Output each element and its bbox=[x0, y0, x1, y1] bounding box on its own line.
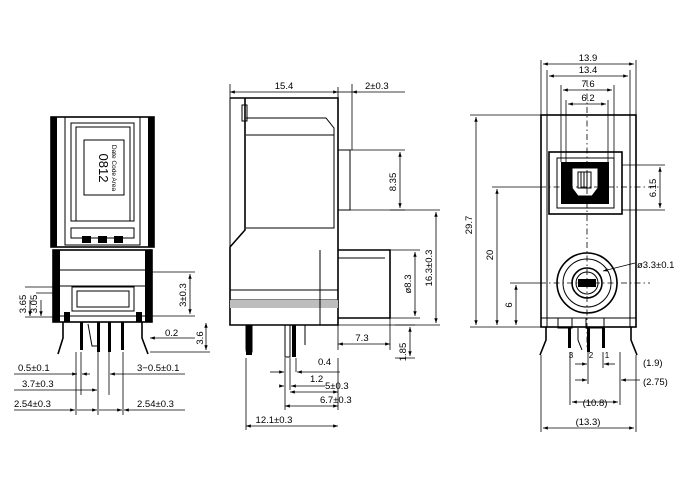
front-bottom-dims: 0.5±0.1 3.7±0.3 2.54±0.3 3−0.5±0.1 2.54±… bbox=[14, 352, 185, 415]
rear-pins: 3 2 1 bbox=[539, 327, 638, 360]
side-right-dims: 8.35 16.3±0.3 ø8.3 7.3 1.85 bbox=[337, 149, 440, 362]
front-lower-housing bbox=[52, 249, 153, 323]
front-label: 0812 Date Code Area bbox=[83, 139, 125, 196]
dim-2-54-right: 2.54±0.3 bbox=[137, 399, 174, 410]
dim-3-0-3: 3±0.3 bbox=[178, 283, 189, 307]
dim-3-0-5: 3−0.5±0.1 bbox=[137, 363, 179, 374]
rear-bottom-dims: (1.9) (2.75) (10.8) (13.3) bbox=[540, 352, 668, 432]
front-view: 0812 Date Code Area bbox=[14, 116, 210, 415]
rear-view: 3 2 1 13.9 13.4 7.6 6.2 bbox=[464, 53, 674, 432]
dim-6-15: 6.15 bbox=[648, 179, 659, 198]
side-view: 15.4 2±0.3 8.35 16.3±0.3 ø8.3 7.3 bbox=[229, 81, 440, 430]
dim-ref-1-9: (1.9) bbox=[643, 358, 663, 369]
dim-dia-8-3: ø8.3 bbox=[403, 274, 414, 293]
side-body bbox=[229, 87, 391, 326]
dim-2-54-left: 2.54±0.3 bbox=[14, 399, 51, 410]
dim-1-85: 1.85 bbox=[398, 343, 409, 362]
pin-label-2: 2 bbox=[589, 351, 594, 360]
dim-16-3-0-3: 16.3±0.3 bbox=[424, 250, 435, 287]
dim-13-4: 13.4 bbox=[579, 65, 598, 76]
label-date-code: Date Code Area bbox=[110, 145, 117, 192]
rear-right-dims: 6.15 ø3.3±0.1 bbox=[602, 164, 674, 272]
dim-3-6: 3.6 bbox=[195, 331, 206, 344]
dim-ref-2-75: (2.75) bbox=[643, 377, 668, 388]
dim-ref-13-3: (13.3) bbox=[576, 417, 601, 428]
dim-5-0-3: 5±0.3 bbox=[325, 381, 349, 392]
dim-6: 6 bbox=[504, 302, 515, 307]
rear-top-dims: 13.9 13.4 7.6 6.2 bbox=[540, 53, 637, 162]
side-bottom-dims: 0.4 1.2 5±0.3 6.7±0.3 12.1±0.3 bbox=[245, 357, 352, 430]
dim-7-3: 7.3 bbox=[355, 333, 368, 344]
dim-0-4: 0.4 bbox=[318, 357, 331, 368]
pin-label-1: 1 bbox=[605, 351, 610, 360]
dim-ref-10-8: (10.8) bbox=[583, 398, 608, 409]
dim-6-7-0-3: 6.7±0.3 bbox=[320, 395, 352, 406]
pin-label-3: 3 bbox=[569, 351, 574, 360]
label-part-number: 0812 bbox=[96, 154, 111, 183]
dim-6-2: 6.2 bbox=[581, 93, 594, 104]
dim-dia-3-3: ø3.3±0.1 bbox=[637, 260, 674, 271]
dim-29-7: 29.7 bbox=[464, 216, 475, 235]
rear-left-dims: 29.7 20 6 bbox=[464, 114, 541, 328]
front-right-dims: 3±0.3 0.2 3.6 bbox=[150, 271, 210, 353]
front-left-dims: 3.65 3.05 bbox=[18, 286, 58, 318]
rear-body bbox=[540, 114, 637, 329]
rear-centerlines bbox=[540, 80, 660, 350]
front-upper-housing bbox=[50, 116, 155, 248]
dim-2-0-3: 2±0.3 bbox=[365, 81, 389, 92]
dim-13-9: 13.9 bbox=[579, 53, 598, 64]
dim-20: 20 bbox=[485, 250, 496, 261]
dim-0-2: 0.2 bbox=[165, 328, 178, 339]
front-pins bbox=[57, 322, 149, 355]
dim-3-05: 3.05 bbox=[29, 295, 40, 314]
side-pins bbox=[245, 324, 306, 358]
dim-15-4: 15.4 bbox=[275, 81, 294, 92]
side-top-dims: 15.4 2±0.3 bbox=[229, 81, 405, 150]
dim-8-35: 8.35 bbox=[388, 173, 399, 192]
dim-7-6: 7.6 bbox=[581, 79, 594, 90]
dim-0-5-0-1: 0.5±0.1 bbox=[18, 363, 50, 374]
dim-3-65: 3.65 bbox=[18, 295, 29, 314]
dim-12-1-0-3: 12.1±0.3 bbox=[256, 415, 293, 426]
dim-3-7-0-3: 3.7±0.3 bbox=[22, 379, 54, 390]
dim-1-2: 1.2 bbox=[310, 374, 323, 385]
